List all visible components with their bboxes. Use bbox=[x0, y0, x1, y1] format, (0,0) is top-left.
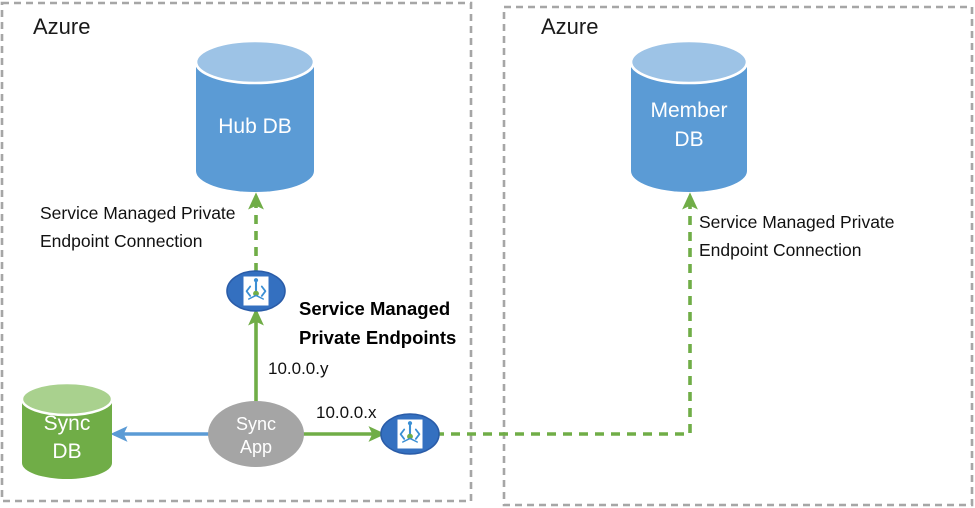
annotation-endpoints-title-line2: Private Endpoints bbox=[299, 327, 456, 348]
private-link-icon bbox=[397, 419, 423, 449]
node-private-endpoint-member[interactable] bbox=[380, 413, 440, 455]
ip-label-hub: 10.0.0.y bbox=[268, 359, 329, 378]
connection-endpoint-member-to-memberdb bbox=[435, 192, 698, 436]
ip-label-member: 10.0.0.x bbox=[316, 403, 377, 422]
sync-app-label-line1: Sync bbox=[236, 414, 276, 434]
node-sync-db[interactable]: Sync DB bbox=[20, 381, 114, 479]
sync-db-label-line2: DB bbox=[52, 440, 81, 463]
member-db-body bbox=[631, 62, 747, 192]
member-db-top bbox=[629, 39, 749, 85]
annotation-member-connection: Service Managed Private Endpoint Connect… bbox=[699, 212, 895, 260]
annotation-hub-connection: Service Managed Private Endpoint Connect… bbox=[40, 203, 236, 251]
annotation-endpoints-title: Service Managed Private Endpoints bbox=[299, 298, 456, 348]
member-db-label-line1: Member bbox=[650, 99, 727, 122]
member-db-label-line2: DB bbox=[674, 128, 703, 151]
annotation-hub-connection-line1: Service Managed Private bbox=[40, 203, 236, 223]
hub-db-label: Hub DB bbox=[218, 115, 292, 138]
zone-right-label: Azure bbox=[541, 14, 598, 39]
private-link-icon bbox=[243, 276, 269, 306]
node-hub-db[interactable]: Hub DB bbox=[194, 39, 316, 192]
node-private-endpoint-hub[interactable] bbox=[226, 270, 286, 312]
annotation-member-connection-line2: Endpoint Connection bbox=[699, 240, 861, 260]
annotation-hub-connection-line2: Endpoint Connection bbox=[40, 231, 202, 251]
sync-db-top bbox=[20, 381, 114, 417]
hub-db-top bbox=[194, 39, 316, 85]
node-member-db[interactable]: Member DB bbox=[629, 39, 749, 192]
node-sync-app[interactable]: Sync App bbox=[208, 401, 304, 467]
sync-db-body bbox=[22, 399, 112, 479]
zone-left-label: Azure bbox=[33, 14, 90, 39]
sync-db-label-line1: Sync bbox=[44, 412, 91, 435]
sync-app-label-line2: App bbox=[240, 437, 272, 457]
annotation-member-connection-line1: Service Managed Private bbox=[699, 212, 895, 232]
sync-app-shape bbox=[208, 401, 304, 467]
annotation-endpoints-title-line1: Service Managed bbox=[299, 298, 450, 319]
hub-db-body bbox=[196, 62, 314, 192]
